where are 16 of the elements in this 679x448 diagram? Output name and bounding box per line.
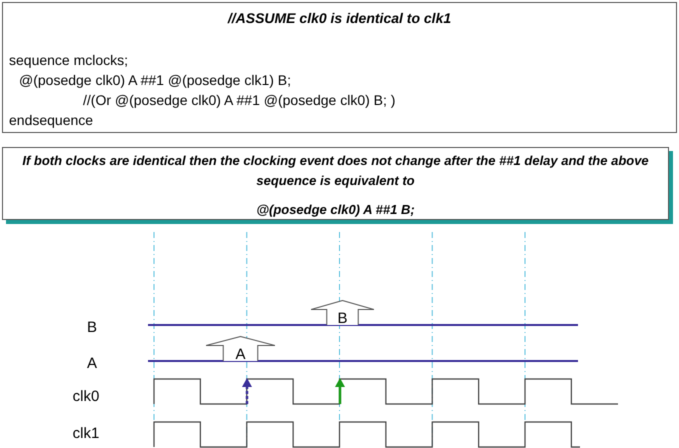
- signal-name: clk1: [72, 424, 100, 444]
- signal-name: B: [86, 318, 98, 338]
- block-arrow-shape: [206, 336, 275, 361]
- code-line: sequence mclocks;: [9, 51, 128, 70]
- block-arrow-shape: [311, 300, 374, 325]
- signal-name: clk0: [72, 387, 100, 407]
- signal-name: A: [86, 354, 98, 374]
- comment-heading: //ASSUME clk0 is identical to clk1: [226, 9, 452, 28]
- note-text: If both clocks are identical then the clocking event does not change after the ##1 delay and the above sequence is equivalent to: [21, 152, 650, 190]
- code-line: //(Or @(posedge clk0) A ##1 @(posedge clk0) B; ): [83, 91, 396, 110]
- code-line: @(posedge clk0) A ##1 B;: [255, 201, 416, 219]
- signal-tag: B: [311, 311, 374, 326]
- code-box: [2, 2, 677, 133]
- code-line: endsequence: [9, 111, 94, 130]
- code-line: @(posedge clk0) A ##1 @(posedge clk1) B;: [19, 71, 292, 90]
- signal-tag: A: [206, 347, 275, 362]
